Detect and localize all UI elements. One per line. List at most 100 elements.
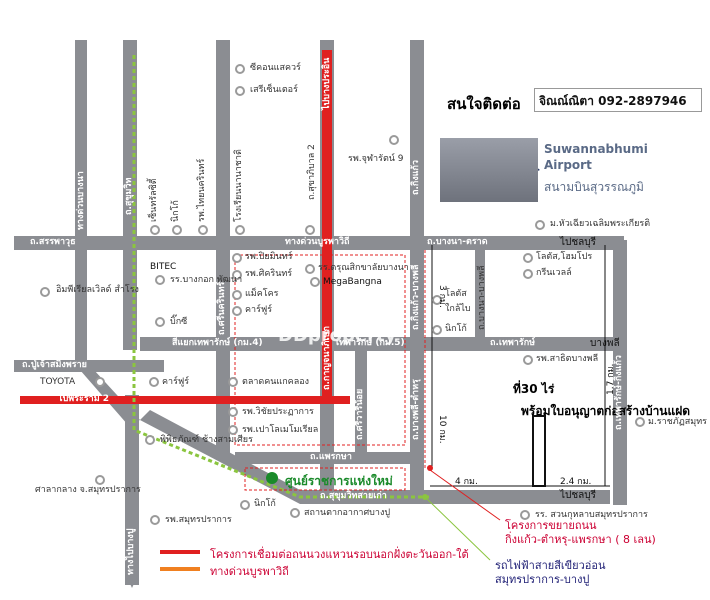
place-carrefour2: คาร์ฟูร์ — [162, 377, 190, 387]
road-srinakarin — [216, 40, 230, 460]
dot-nikko2 — [432, 325, 442, 335]
dot-seri — [235, 86, 245, 96]
red-route-rama2 — [20, 396, 350, 404]
road-label-to-prachachuen: ไปบางประอิน — [322, 57, 332, 110]
dot-thainakarin — [198, 225, 208, 235]
road-label-sanphawut: ถ.สรรพาวุธ — [30, 237, 76, 247]
road-label-to-chonburi-top: ไปชลบุรี — [560, 237, 597, 248]
legend-orange-line — [160, 567, 200, 571]
road-sukhumvit-old — [300, 490, 610, 504]
dot-bigc — [155, 317, 165, 327]
dot-carrefour2 — [149, 377, 159, 387]
place-paolo: รพ.เปาโลเมโมเรียล — [242, 425, 319, 435]
watermark: DDproperty — [278, 325, 397, 346]
note-road-project-2: กิ่งแก้ว-ตำหรุ-แพรกษา ( 8 เลน) — [505, 533, 656, 546]
green-rail — [132, 55, 430, 499]
distance-lines — [430, 245, 610, 487]
road-label-to-chonburi-bottom: ไปชลบุรี — [560, 490, 597, 501]
road-bangna-trat — [14, 236, 624, 250]
road-label-bangna-west: ทางด่วนบางนา — [76, 171, 86, 230]
place-rs-samut2: รพ.สมุทรปราการ — [165, 515, 232, 525]
road-label-sukhumvit-old: ถ.สุขุมวิทสายเก่า — [320, 491, 387, 501]
place-sikarin: รพ.ศิครินทร์ — [245, 269, 293, 279]
road-label-theparak-south: ถ.ศรีวารีน้อย — [355, 388, 365, 440]
airport-image — [440, 138, 538, 202]
road-label-sukhumvit: ถ.สุขุมวิท — [124, 177, 134, 215]
property-plot — [532, 415, 546, 487]
place-nikko3: นิกโก้ — [254, 499, 276, 509]
place-bitec: BITEC — [150, 262, 177, 272]
contact-heading: สนใจติดต่อ — [447, 95, 521, 113]
road-network — [14, 40, 627, 585]
dot-gov-center — [266, 472, 278, 484]
dot-court — [95, 475, 105, 485]
dot-chalerm — [535, 220, 545, 230]
arrow-bangpu — [126, 575, 138, 588]
dot-rs-samut2 — [150, 515, 160, 525]
place-grand: ใกล้ไบ — [445, 304, 471, 314]
place-nikko: นิกโก้ — [171, 200, 181, 222]
green-marker — [422, 494, 428, 500]
legend-red-label: โครงการเชื่อมต่อถนนวงแหวนรอบนอกฝั่งตะวัน… — [210, 548, 469, 561]
red-route-vertical — [322, 50, 332, 400]
project-boundaries — [234, 250, 426, 491]
airport-name-1: Suwannabhumi — [544, 142, 648, 156]
dot-bangkok-pat — [155, 275, 165, 285]
road-label-kingkaeo-vertical: ถ.เทพารักษ์-กิ่งแก้ว — [614, 355, 624, 430]
place-central: เซ็นทรัลซิตี้ — [149, 178, 159, 222]
dot-paolo — [228, 425, 238, 435]
location-dots — [40, 64, 645, 525]
road-east — [613, 240, 627, 505]
note-train-1: รถไฟฟ้าสายสีเขียวอ่อน — [495, 559, 606, 572]
property-dist-right: 2.4 กม. — [560, 477, 592, 487]
place-museum: พิพิธภัณฑ์ ช้างสามเศียร — [160, 435, 253, 445]
place-talat: ตลาดคนแกคลอง — [242, 377, 310, 387]
place-school-bangpu: รร. สวนกุหลาบสมุทรปราการ — [535, 510, 648, 520]
dot-piyamin — [232, 253, 242, 263]
place-toyota: TOYOTA — [40, 377, 76, 387]
dot-museum — [145, 435, 155, 445]
place-greenwell: กรีนเวลล์ — [536, 268, 572, 278]
road-label-to-bangpu: ทางไปบางปู — [126, 528, 136, 576]
place-tesco: โลตัส — [445, 289, 467, 299]
dot-seacon — [235, 64, 245, 74]
red-route — [20, 50, 350, 404]
road-label-phraeksa: ถ.แพรกษา — [310, 452, 352, 462]
dot-lotus — [305, 225, 315, 235]
note-train-2: สมุทรปราการ-บางปู — [495, 573, 590, 586]
red-marker — [427, 465, 433, 471]
road-label-king-kaeo: ถ.กิ่งแก้ว — [411, 159, 421, 195]
place-piyamin: รพ.ปิยมินทร์ — [245, 252, 293, 262]
place-ashok: ม.ราชภัฏสมุทร — [648, 417, 707, 427]
road-label-km17: 1.7 กม. — [606, 363, 616, 395]
airport-name-2: Airport — [544, 158, 592, 172]
place-seacon: ซีคอนแสควร์ — [250, 63, 301, 73]
legend-orange-label: ทางด่วนบูรพาวิถี — [210, 565, 289, 578]
road-label-srinakarin: ถ.ศรีนครินทร์ — [217, 281, 227, 335]
dot-wichai — [228, 407, 238, 417]
property-dist-vertical: 10 กม. — [437, 415, 447, 444]
road-label-pu-chao: ถ.ปู่เจ้าสมิงพราย — [22, 360, 87, 370]
property-size: ที่30 ไร่ — [513, 382, 555, 396]
place-nikko2: นิกโก้ — [445, 324, 467, 334]
dot-megabangna — [310, 277, 320, 287]
road-pu-chao — [14, 360, 164, 372]
road-to-bangpu — [125, 395, 139, 585]
road-label-bangna-expressway: ทางด่วนบูรพาวิถี — [285, 237, 350, 247]
place-bigc: บิ๊กซี — [170, 317, 188, 327]
road-side-1 — [475, 250, 485, 340]
place-thainakarin: รพ.ไทยนครินทร์ — [197, 158, 207, 222]
legend-red-line — [160, 550, 200, 554]
note-pointer-red — [429, 469, 501, 521]
dot-school — [235, 225, 245, 235]
dot-nikko3 — [240, 500, 250, 510]
dot-toyota — [95, 377, 105, 387]
place-darun: รร.ดรุณสิกขาลัยบางนา — [318, 263, 409, 273]
road-label-bang-phli: บางพลี — [590, 338, 620, 349]
contact-detail: จิณณ์ณิตา 092-2897946 — [534, 88, 702, 112]
airport-badge: Suwannabhumi Airport สนามบินสุวรรณภูมิ — [440, 138, 698, 202]
dot-tesco — [432, 295, 442, 305]
dot-sikarin — [232, 270, 242, 280]
